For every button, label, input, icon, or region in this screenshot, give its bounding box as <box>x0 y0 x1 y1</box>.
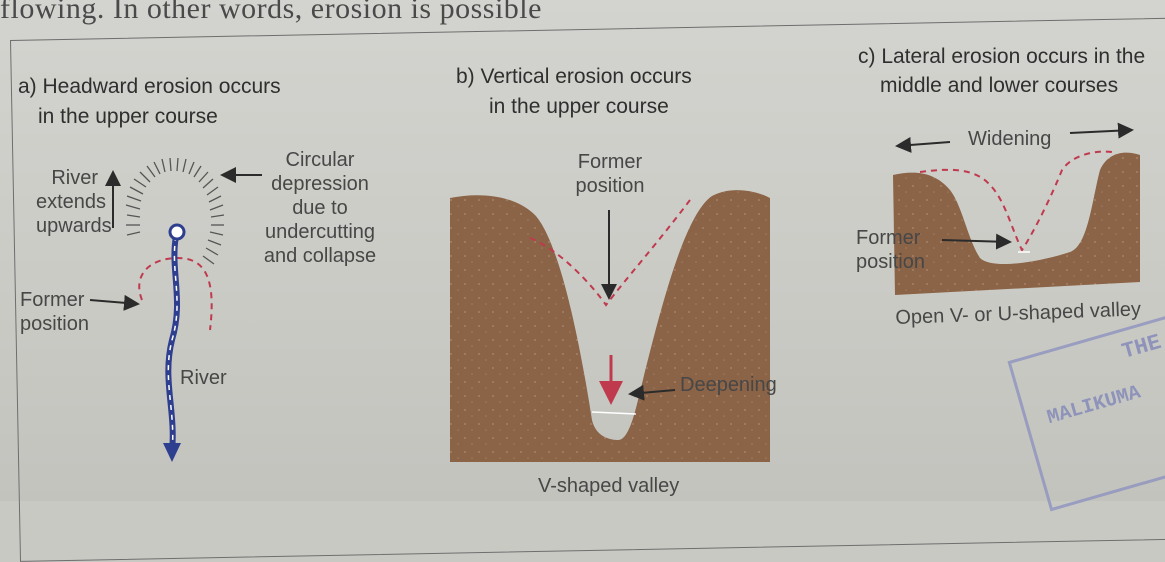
circular-depression-line-2: depression <box>240 172 400 196</box>
panel-c-diagram <box>893 130 1140 295</box>
circular-depression-line-4: undercutting <box>240 220 400 244</box>
circular-depression-line-3: due to <box>240 196 400 220</box>
panel-a-position-word: position <box>20 312 89 336</box>
deepening-label: Deepening <box>680 373 777 397</box>
panel-c-former-word: Former <box>856 226 925 250</box>
river-extends-word-2: extends <box>36 190 98 214</box>
panel-a-former-pointer <box>90 300 138 304</box>
widening-right-arrow <box>1070 130 1132 133</box>
panel-b-title-line2: in the upper course <box>489 94 669 119</box>
panel-c-former-position-label: Former position <box>856 226 925 274</box>
panel-a-former-word: Former <box>20 288 89 312</box>
circular-depression-label: Circular depression due to undercutting … <box>240 148 400 268</box>
panel-b-position-word: position <box>550 174 670 198</box>
panel-c-title-line1: c) Lateral erosion occurs in the <box>858 44 1145 69</box>
u-valley-earth <box>893 153 1140 295</box>
circular-depression-line-5: and collapse <box>240 244 400 268</box>
panel-c-title-line2: middle and lower courses <box>880 73 1118 98</box>
widening-label: Widening <box>968 127 1051 151</box>
widening-left-arrow <box>897 142 950 146</box>
textbook-page: flowing. In other words, erosion is poss… <box>0 0 1165 501</box>
river-extends-word-3: upwards <box>36 214 98 238</box>
stamp-line-2: MALIKUMA <box>1045 381 1144 430</box>
river-source-icon <box>170 225 184 239</box>
river-label: River <box>180 366 227 390</box>
panel-c-position-word: position <box>856 250 925 274</box>
panel-a-title-line2: in the upper course <box>38 104 218 129</box>
panel-b-former-word: Former <box>550 150 670 174</box>
panel-a-title-line1: a) Headward erosion occurs <box>18 74 281 99</box>
panel-a-former-position-label: Former position <box>20 288 89 336</box>
stamp-line-1: THE <box>1119 330 1164 365</box>
v-valley-caption: V-shaped valley <box>538 474 679 498</box>
circular-depression-line-1: Circular <box>240 148 400 172</box>
river-extends-label: River extends upwards <box>36 166 98 238</box>
panel-b-diagram <box>450 190 770 462</box>
river-extends-word-1: River <box>36 166 98 190</box>
panel-b-former-position-label: Former position <box>550 150 670 198</box>
river-arrowhead <box>163 443 181 462</box>
panel-a-diagram <box>90 158 262 462</box>
panel-b-title-line1: b) Vertical erosion occurs <box>456 64 692 89</box>
